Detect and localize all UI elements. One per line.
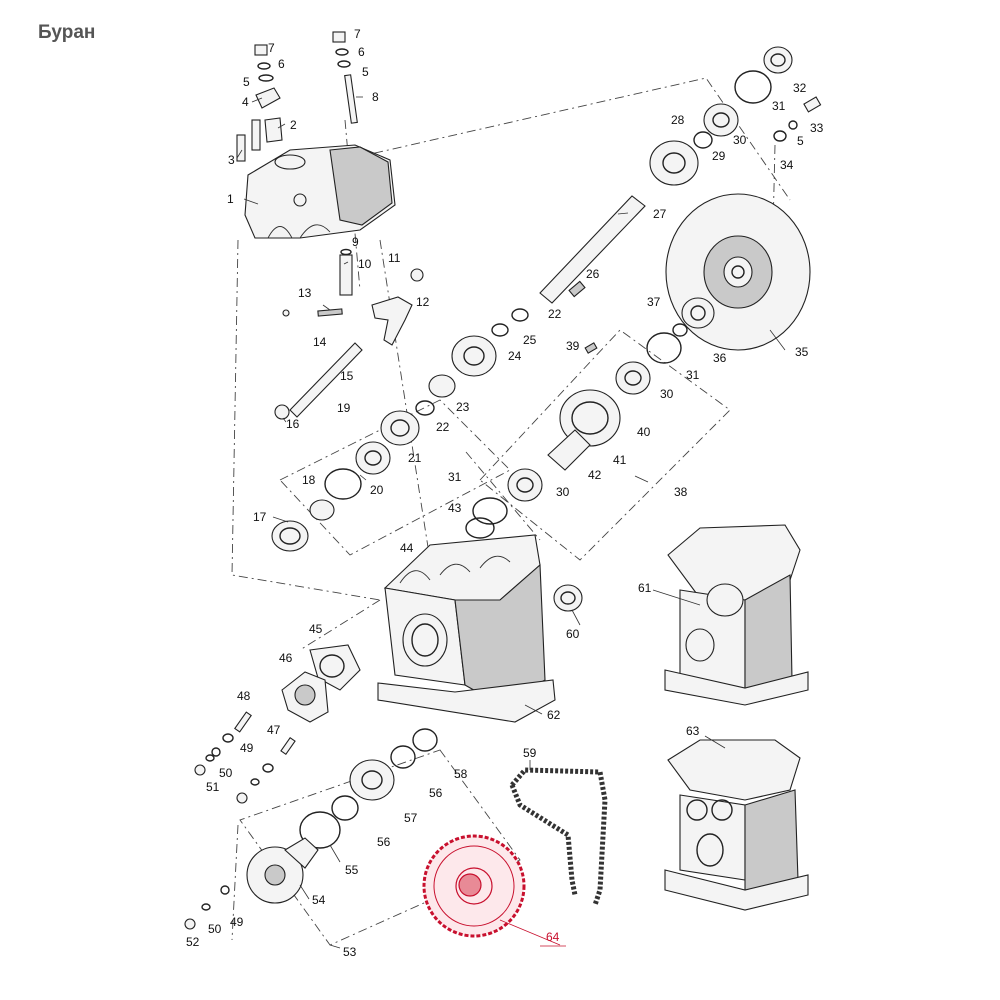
callout-17: 17 [253,510,267,524]
callout-3: 3 [228,153,235,167]
main-gearbox-housing [377,534,556,723]
callout-26: 26 [586,267,600,281]
callout-50-upper: 50 [219,766,233,780]
callout-2: 2 [290,118,297,132]
leader-lines [236,96,786,949]
callout-24: 24 [508,349,522,363]
callout-25: 25 [523,333,537,347]
callout-53: 53 [343,945,357,959]
side-cover-parts [281,644,361,723]
callout-6-right: 6 [358,45,365,59]
assembled-view-63 [664,739,809,911]
callout-49-lower: 49 [230,915,244,929]
intermediate-gear-assembly [507,297,715,502]
callout-49-upper: 49 [240,741,254,755]
callout-55: 55 [345,863,359,877]
callout-42: 42 [588,468,602,482]
callout-58: 58 [454,767,468,781]
callout-52: 52 [186,935,200,949]
callout-39: 39 [566,339,580,353]
callout-34: 34 [780,158,794,172]
callout-46: 46 [279,651,293,665]
callout-10: 10 [358,257,372,271]
callout-4: 4 [242,95,249,109]
callout-32: 32 [793,81,807,95]
callout-40: 40 [637,425,651,439]
callout-12: 12 [416,295,430,309]
callout-23: 23 [456,400,470,414]
oil-seal-60 [553,584,583,612]
callout-57: 57 [404,811,418,825]
callout-44: 44 [400,541,414,555]
callout-labels: 1 2 3 4 5 5 5 6 6 7 7 8 9 10 11 12 13 14… [186,27,824,959]
callout-8: 8 [372,90,379,104]
callout-56-upper: 56 [429,786,443,800]
callout-11: 11 [388,251,401,265]
callout-47: 47 [267,723,281,737]
callout-31-mid: 31 [686,368,700,382]
countershaft-parts [271,308,529,552]
top-bolt-stack-left [236,44,283,162]
callout-6-left: 6 [278,57,285,71]
callout-28: 28 [671,113,685,127]
callout-35: 35 [795,345,809,359]
drive-pulley [665,193,811,351]
callout-18: 18 [302,473,316,487]
sprocket-highlighted [422,834,526,938]
callout-30-mid: 30 [660,387,674,401]
callout-16: 16 [286,417,300,431]
callout-60: 60 [566,627,580,641]
assembled-view-61 [664,524,809,706]
housing-rings [465,497,508,539]
callout-61: 61 [638,581,652,595]
callout-19: 19 [337,401,351,415]
callout-7-right: 7 [354,27,361,41]
shift-fork-assembly [274,248,424,420]
callout-5-shaft: 5 [797,134,804,148]
callout-41: 41 [613,453,627,467]
callout-7-left: 7 [268,41,275,55]
callout-9: 9 [352,235,359,249]
callout-30-top: 30 [733,133,747,147]
callout-22-lower: 22 [436,420,450,434]
callout-37: 37 [647,295,661,309]
callout-29: 29 [712,149,726,163]
main-shaft-assembly [539,46,822,304]
callout-31-low: 31 [448,470,462,484]
callout-54: 54 [312,893,326,907]
callout-45: 45 [309,622,323,636]
callout-64: 64 [546,930,560,944]
callout-59: 59 [523,746,537,760]
callout-38: 38 [674,485,688,499]
callout-15: 15 [340,369,354,383]
callout-22-upper: 22 [548,307,562,321]
callout-63: 63 [686,724,700,738]
fastener-set [184,711,296,930]
callout-31-top: 31 [772,99,786,113]
page-title: Буран [38,22,96,43]
callout-62: 62 [547,708,561,722]
callout-50-lower: 50 [208,922,222,936]
callout-33: 33 [810,121,824,135]
drive-chain [509,767,608,906]
upper-housing-cover [244,144,396,239]
callout-56-lower: 56 [377,835,391,849]
callout-20: 20 [370,483,384,497]
callout-30-low: 30 [556,485,570,499]
callout-14: 14 [313,335,327,349]
callout-43: 43 [448,501,462,515]
callout-5-left: 5 [243,75,250,89]
callout-5-right: 5 [362,65,369,79]
callout-51: 51 [206,780,220,794]
callout-1: 1 [227,192,234,206]
callout-13: 13 [298,286,312,300]
callout-27: 27 [653,207,667,221]
top-bolt-stack-right [332,31,358,124]
callout-48: 48 [237,689,251,703]
output-shaft-assembly [246,728,438,904]
callout-36: 36 [713,351,727,365]
callout-21: 21 [408,451,422,465]
